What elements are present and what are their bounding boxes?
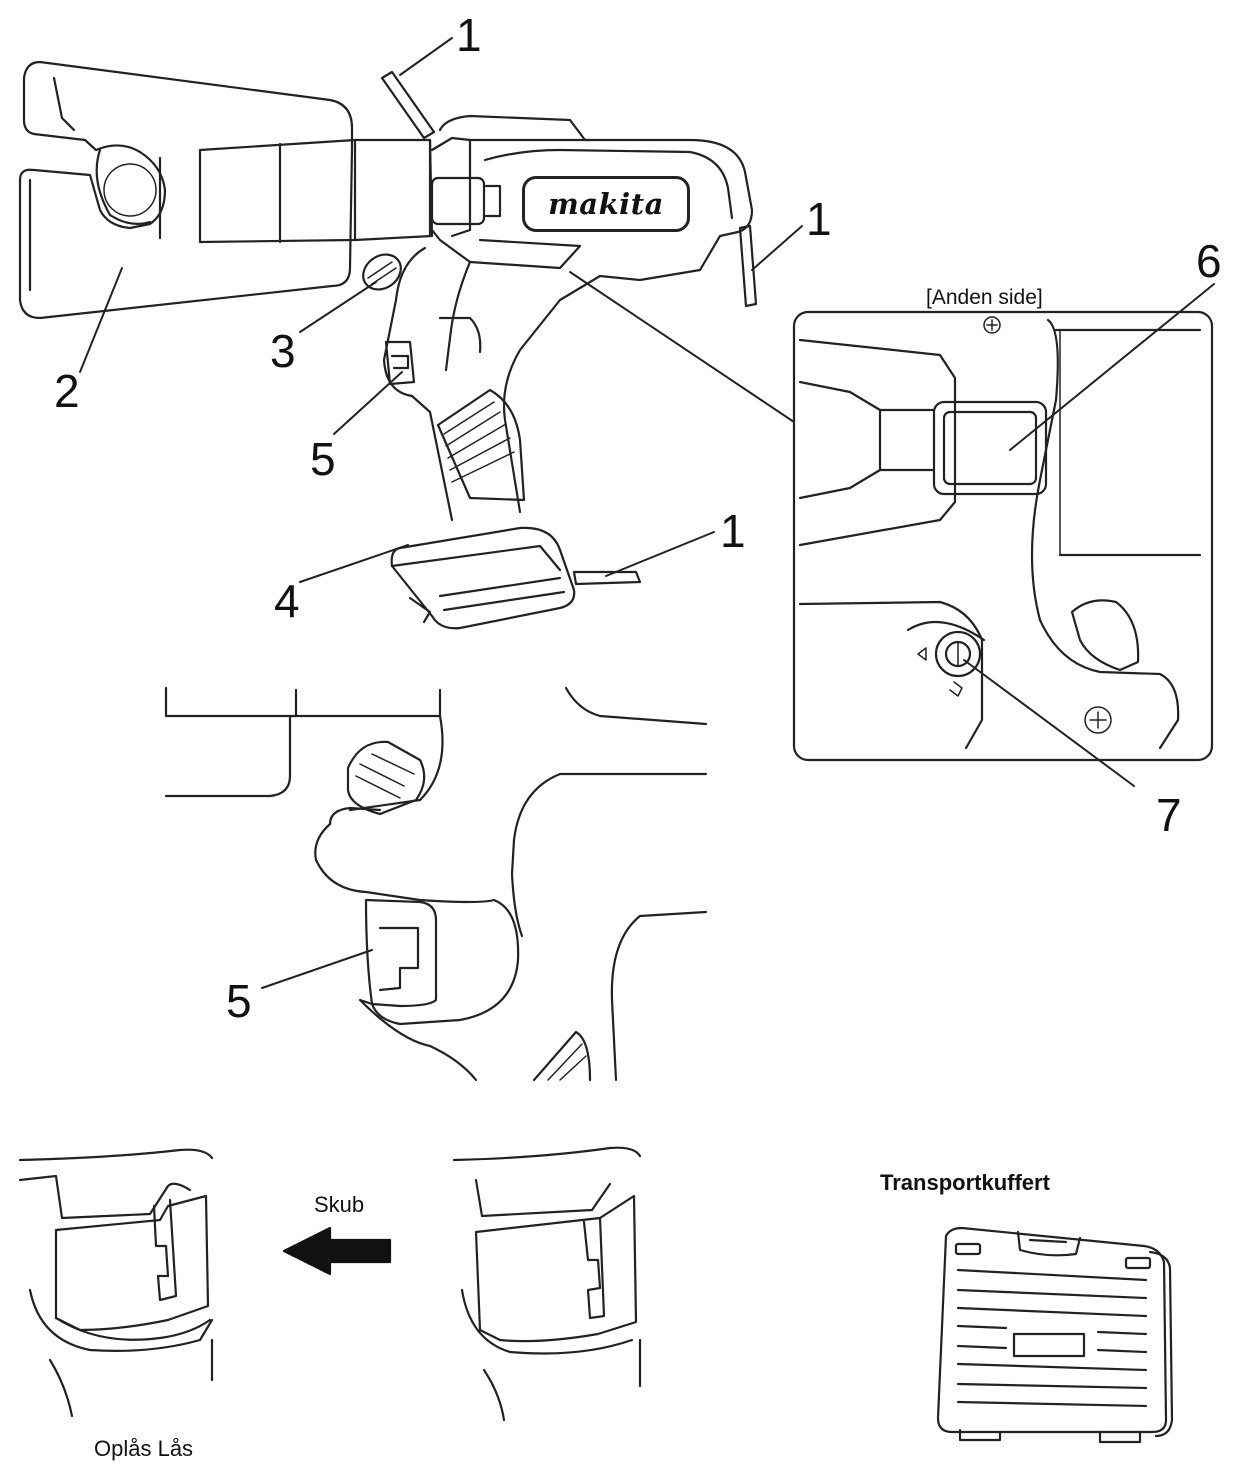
- callout-leaders: [79, 37, 803, 583]
- case-label: Transportkuffert: [880, 1170, 1050, 1195]
- carrying-case: [936, 1226, 1174, 1444]
- trigger: [384, 340, 416, 386]
- closeup-rotation-knob: [346, 740, 426, 816]
- callout-5-main: 5: [310, 433, 336, 485]
- callout-5-closeup: 5: [226, 975, 252, 1027]
- callout-1-rear: 1: [806, 193, 832, 245]
- left-arrow-icon: [282, 1226, 392, 1276]
- callout-3: 3: [270, 325, 296, 377]
- callout-1-top: 1: [456, 9, 482, 61]
- callout-1-base: 1: [720, 505, 746, 557]
- callout-7: 7: [1156, 789, 1182, 841]
- tool-handle: [382, 246, 526, 522]
- trigger-locked: [452, 1146, 642, 1422]
- hex-wrench-base: [572, 570, 642, 586]
- unlock-label: Oplås Lås: [94, 1436, 194, 1461]
- crimp-head: [18, 60, 354, 320]
- hex-wrench-top: [380, 70, 436, 140]
- callout-2: 2: [54, 365, 80, 417]
- brand-logo: makita: [522, 176, 690, 232]
- inset-other-side: [792, 283, 1215, 787]
- hex-wrench-rear: [738, 224, 758, 308]
- callout-4: 4: [274, 575, 300, 627]
- tool-housing: [430, 114, 754, 514]
- trigger-unlocked: [18, 1148, 214, 1418]
- closeup-trigger-area: [164, 686, 708, 1082]
- tool-body-barrel: [198, 136, 472, 244]
- callout-6: 6: [1196, 235, 1222, 287]
- battery-base: [390, 526, 576, 630]
- push-label: Skub: [314, 1192, 365, 1217]
- inset-caption: [Anden side]: [926, 286, 1043, 309]
